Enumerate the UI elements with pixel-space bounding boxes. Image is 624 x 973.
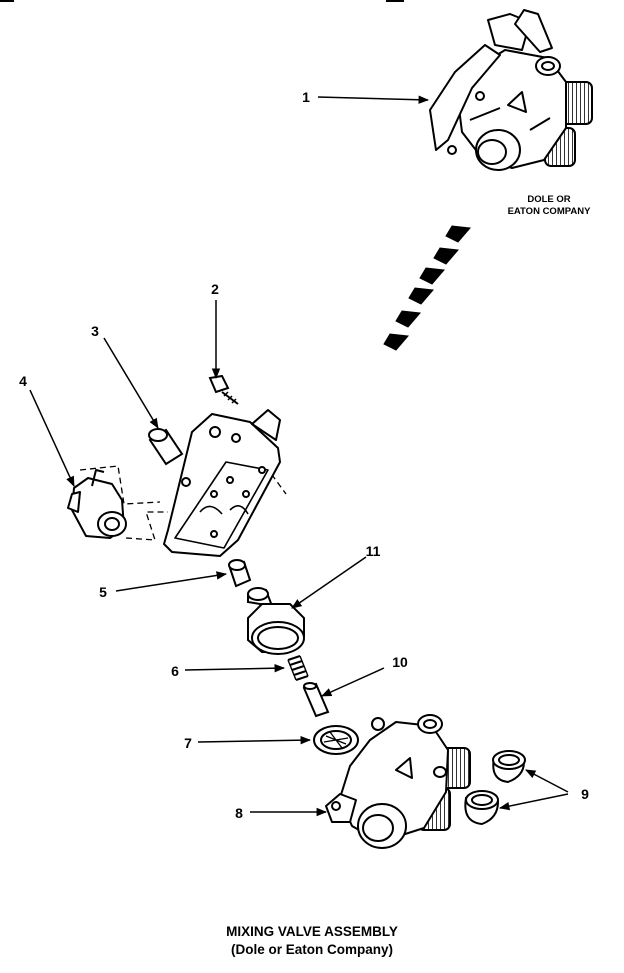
callout-9: 9 — [581, 786, 589, 802]
part-1-mixing-valve — [429, 9, 593, 171]
leader-lines — [29, 95, 569, 817]
part-3-bushing — [148, 428, 184, 466]
part-7-diaphragm — [313, 725, 359, 755]
part-6-spring — [287, 655, 309, 681]
part-4-coil-bracket — [67, 469, 127, 539]
diagram-title: MIXING VALVE ASSEMBLY — [226, 924, 398, 939]
callout-11: 11 — [366, 543, 381, 559]
callout-5: 5 — [99, 584, 107, 600]
part-10-plunger — [302, 682, 330, 718]
callout-1: 1 — [302, 89, 310, 105]
callout-3: 3 — [91, 323, 99, 339]
callout-8: 8 — [235, 805, 243, 821]
diagram-subtitle: (Dole or Eaton Company) — [230, 942, 393, 957]
manufacturer-note-line2: EATON COMPANY — [508, 206, 592, 217]
mounting-plate — [163, 409, 281, 557]
callout-6: 6 — [171, 663, 179, 679]
manufacturer-note-line1: DOLE OR — [527, 194, 570, 205]
part-2-screw — [208, 374, 239, 405]
part-8-valve-body — [325, 714, 471, 849]
explode-arrows — [383, 225, 471, 351]
part-5-sleeve — [228, 559, 252, 588]
callout-2: 2 — [211, 281, 219, 297]
part-9-caps — [464, 750, 526, 826]
callout-10: 10 — [392, 654, 408, 670]
callout-7: 7 — [184, 735, 192, 751]
part-11-cap — [247, 587, 305, 655]
callout-4: 4 — [19, 373, 27, 389]
